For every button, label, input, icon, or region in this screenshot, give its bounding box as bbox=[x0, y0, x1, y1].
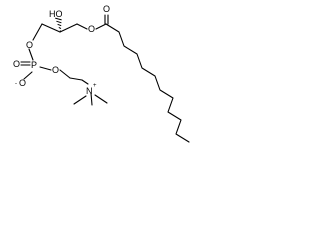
anionic-oxygen-label: O bbox=[19, 78, 26, 88]
phosphorus-label: P bbox=[31, 60, 37, 70]
ester-group bbox=[76, 14, 109, 30]
carbonyl-oxygen-label: O bbox=[103, 4, 110, 14]
glycerol-backbone bbox=[32, 23, 78, 41]
hydroxyl-label: HO bbox=[49, 9, 63, 19]
molecule-structure: HO O O O P O O - O N + bbox=[13, 4, 190, 143]
phosphoryl-oxygen-label: O bbox=[13, 59, 20, 69]
negative-charge-label: - bbox=[15, 81, 17, 87]
fatty-acyl-chain bbox=[105, 23, 190, 143]
nitrogen-label: N bbox=[86, 86, 93, 96]
choline-group bbox=[59, 69, 108, 106]
choline-oxygen-label: O bbox=[52, 65, 59, 75]
ester-oxygen-label: O bbox=[88, 24, 95, 34]
hashed-wedge-bond bbox=[55, 17, 62, 32]
glycerol-oxygen-label: O bbox=[26, 40, 33, 50]
positive-charge-label: + bbox=[93, 83, 97, 89]
phosphate-group bbox=[20, 48, 52, 80]
